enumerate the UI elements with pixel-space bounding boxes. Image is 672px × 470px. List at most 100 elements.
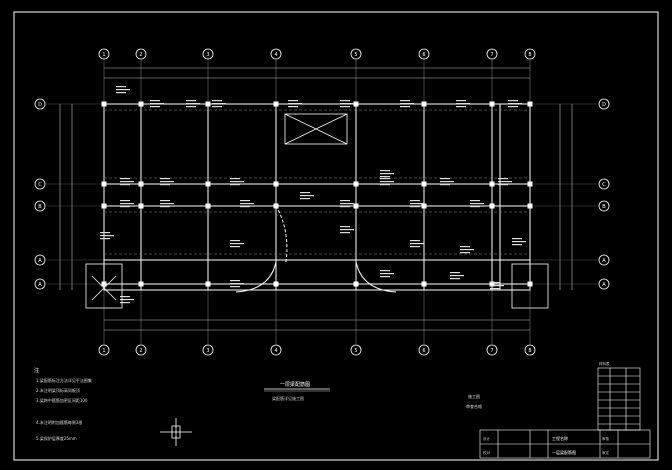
column	[138, 181, 144, 187]
rebar-label-mark	[150, 106, 160, 108]
rebar-label-mark	[230, 280, 240, 282]
column	[273, 281, 279, 287]
rebar-label-mark	[160, 181, 174, 183]
grid-label-x: 1	[102, 348, 105, 354]
grid-label-x: 8	[528, 348, 531, 354]
note-1: 1.梁配筋标注方法详见平法图集	[36, 377, 92, 383]
legend-table	[597, 367, 641, 431]
rebar-label-mark	[120, 200, 130, 202]
columns	[101, 101, 533, 287]
rebar-label-mark	[340, 106, 350, 108]
drawing-title: 一层梁配筋图	[280, 381, 310, 388]
column	[421, 203, 427, 209]
grid-label-x: 3	[206, 348, 209, 354]
rebar-label-mark	[460, 252, 470, 254]
rebar-label-mark	[340, 229, 354, 231]
rebar-label-mark	[240, 200, 250, 202]
rebar-label-mark	[410, 206, 420, 208]
note-5: 5.梁保护层厚度25mm	[36, 435, 77, 441]
rebar-label-mark	[380, 184, 390, 186]
rebar-label-mark	[288, 103, 302, 105]
grid-label-y: D	[38, 102, 42, 108]
title-block	[479, 429, 651, 459]
rebar-label-mark	[116, 92, 126, 94]
rebar-label-mark	[450, 275, 464, 277]
rebar-label-mark	[230, 286, 240, 288]
rebar-label-mark	[120, 302, 130, 304]
rebar-label-mark	[340, 103, 354, 105]
column	[205, 181, 211, 187]
column	[489, 203, 495, 209]
rebar-label-mark	[120, 181, 134, 183]
rebar-label-mark	[498, 178, 508, 180]
grid-label-y: A	[38, 258, 42, 264]
rebar-annotations	[100, 86, 526, 304]
rebar-label-mark	[450, 272, 460, 274]
column	[205, 281, 211, 287]
rebar-label-mark	[186, 106, 196, 108]
rebar-label-mark	[380, 176, 390, 178]
grid-label-x: 6	[422, 348, 425, 354]
rebar-label-mark	[116, 86, 126, 88]
rebar-label-mark	[212, 103, 226, 105]
note-2: 2.未注明梁顶标高同板顶	[36, 387, 80, 393]
rebar-label-mark	[440, 184, 450, 186]
corner-pits	[85, 263, 549, 309]
column	[489, 181, 495, 187]
rebar-label-mark	[380, 173, 394, 175]
beam-lines	[103, 103, 531, 291]
drawing-subtitle: 梁配筋详见施工图	[272, 395, 304, 401]
grid-label-x: 5	[354, 52, 357, 58]
column	[101, 181, 107, 187]
rebar-label-mark	[512, 238, 522, 240]
rebar-label-mark	[120, 299, 134, 301]
rebar-label-mark	[240, 206, 250, 208]
column	[489, 101, 495, 107]
rebar-label-mark	[116, 89, 130, 91]
column	[138, 281, 144, 287]
rebar-label-mark	[380, 181, 394, 183]
grid-label-x: 4	[274, 348, 277, 354]
rebar-label-mark	[380, 178, 390, 180]
grid-label-x: 2	[139, 348, 142, 354]
rebar-label-mark	[100, 238, 110, 240]
rebar-label-mark	[508, 100, 518, 102]
sheet-frame	[13, 11, 659, 461]
column	[527, 181, 533, 187]
titleblock-project: 工程名称	[552, 435, 568, 441]
rebar-label-mark	[240, 203, 254, 205]
column	[421, 101, 427, 107]
rebar-label-mark	[470, 200, 480, 202]
rebar-label-mark	[160, 206, 170, 208]
rebar-label-mark	[380, 273, 394, 275]
rebar-label-mark	[400, 100, 410, 102]
rebar-label-mark	[120, 184, 130, 186]
rebar-label-mark	[300, 192, 310, 194]
column	[101, 203, 107, 209]
grid-label-x: 8	[528, 52, 531, 58]
curved-openings	[235, 205, 397, 293]
rebar-label-mark	[100, 235, 114, 237]
column	[205, 203, 211, 209]
grid-label-y: C	[38, 182, 42, 188]
titleblock-sheet: 一层梁配筋图	[552, 449, 576, 455]
rebar-label-mark	[380, 170, 390, 172]
column	[489, 281, 495, 287]
rebar-label-mark	[470, 203, 484, 205]
column	[138, 203, 144, 209]
notes-header: 注	[34, 367, 39, 374]
grid-label-x: 1	[102, 52, 105, 58]
grid-label-x: 7	[490, 52, 493, 58]
rebar-label-mark	[400, 103, 414, 105]
rebar-label-mark	[340, 200, 350, 202]
rebar-label-mark	[212, 100, 222, 102]
rebar-label-mark	[440, 178, 450, 180]
rebar-label-mark	[508, 106, 518, 108]
rebar-label-mark	[230, 240, 240, 242]
rebar-label-mark	[160, 200, 170, 202]
rebar-label-mark	[456, 106, 466, 108]
rebar-label-mark	[410, 246, 420, 248]
rebar-label-mark	[212, 106, 222, 108]
rebar-label-mark	[340, 226, 350, 228]
